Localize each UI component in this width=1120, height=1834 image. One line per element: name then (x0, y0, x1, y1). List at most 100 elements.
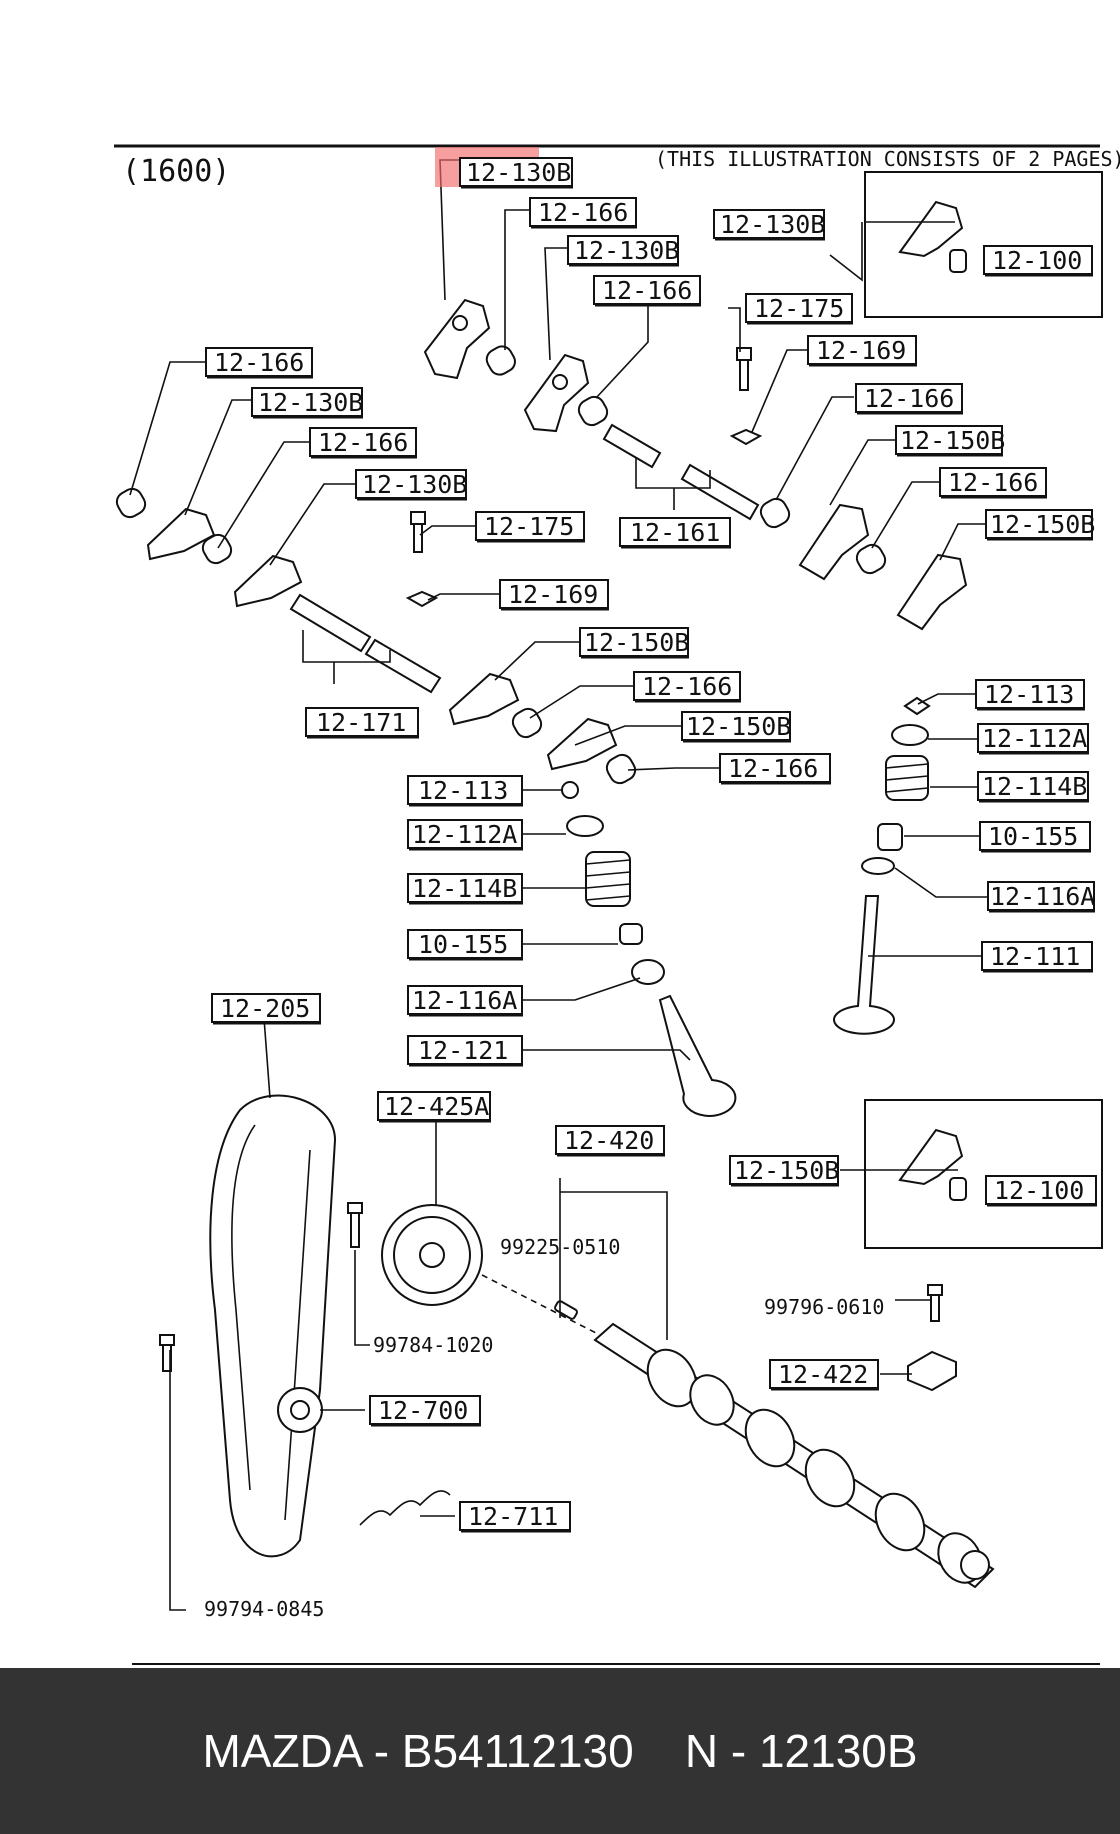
inset-adjuster-bottom (949, 1177, 967, 1201)
callout-labels: 12-130B 12-166 12-130B 12-166 12-130B 12… (205, 157, 1097, 1533)
rocker-shaft-left (289, 593, 442, 694)
svg-text:10-155: 10-155 (418, 930, 508, 959)
valve-spring-right (885, 755, 929, 801)
camshaft (593, 1322, 995, 1589)
label-12-166-e[interactable]: 12-166 (205, 347, 313, 379)
label-12-112A-left[interactable]: 12-112A (407, 819, 523, 851)
svg-text:12-130B: 12-130B (466, 158, 571, 187)
rocker-spring-1 (485, 345, 516, 376)
svg-text:12-169: 12-169 (816, 336, 906, 365)
valve-seal-right (877, 823, 903, 851)
label-12-166-f[interactable]: 12-166 (309, 427, 417, 459)
label-12-166-h[interactable]: 12-166 (719, 753, 831, 785)
valve-seat-left (631, 959, 665, 985)
label-12-169-left[interactable]: 12-169 (499, 579, 609, 611)
svg-text:12-111: 12-111 (990, 942, 1080, 971)
label-12-116A-right[interactable]: 12-116A (987, 881, 1095, 913)
label-12-130B-inset[interactable]: 12-130B (713, 209, 825, 241)
label-12-175-left[interactable]: 12-175 (475, 511, 585, 543)
thrust-plate-bolt (927, 1284, 943, 1322)
part-numbers: 99225-0510 99784-1020 99796-0610 99794-0… (204, 1235, 884, 1621)
svg-text:12-166: 12-166 (864, 384, 954, 413)
inset-box-top (864, 171, 1103, 318)
svg-text:12-116A: 12-116A (412, 986, 517, 1015)
svg-text:12-150B: 12-150B (990, 510, 1095, 539)
part-number-99784-1020[interactable]: 99784-1020 (373, 1333, 493, 1357)
svg-text:12-114B: 12-114B (412, 874, 517, 903)
label-12-112A-right[interactable]: 12-112A (977, 723, 1089, 755)
rocker-spring-3 (115, 487, 147, 519)
footer-caption: MAZDA - B54112130 N - 12130B (202, 1725, 918, 1777)
label-12-116A-left[interactable]: 12-116A (407, 985, 523, 1017)
tensioner-spring (359, 1490, 451, 1526)
rocker-shaft-right (602, 423, 760, 521)
label-12-166-b[interactable]: 12-166 (593, 275, 701, 307)
label-12-114B-left[interactable]: 12-114B (407, 873, 523, 905)
engine-code: (1600) (122, 154, 230, 189)
rocker-spring-8 (605, 753, 637, 785)
valve-parts (561, 696, 931, 1117)
svg-text:12-166: 12-166 (948, 468, 1038, 497)
label-12-114B-right[interactable]: 12-114B (977, 771, 1089, 803)
svg-text:12-205: 12-205 (220, 994, 310, 1023)
label-12-113-left[interactable]: 12-113 (407, 775, 523, 807)
label-12-161[interactable]: 12-161 (619, 517, 731, 549)
svg-text:12-112A: 12-112A (982, 724, 1087, 753)
label-12-700[interactable]: 12-700 (369, 1395, 481, 1427)
svg-text:12-166: 12-166 (642, 672, 732, 701)
label-12-150B-a[interactable]: 12-150B (895, 425, 1005, 457)
svg-text:12-150B: 12-150B (686, 712, 791, 741)
label-12-150B-b[interactable]: 12-150B (985, 509, 1095, 541)
timing-parts (159, 1094, 995, 1589)
valve-retainer-left (566, 815, 604, 837)
plate-right (729, 428, 763, 446)
label-12-205[interactable]: 12-205 (211, 993, 321, 1025)
rocker-arm-3 (146, 507, 216, 561)
illustration-note: (THIS ILLUSTRATION CONSISTS OF 2 PAGES) (655, 147, 1120, 171)
svg-text:12-100: 12-100 (992, 246, 1082, 275)
svg-text:12-700: 12-700 (378, 1396, 468, 1425)
pulley-bolt (347, 1202, 363, 1248)
label-12-166-c[interactable]: 12-166 (855, 383, 963, 415)
label-12-711[interactable]: 12-711 (459, 1501, 571, 1533)
svg-text:12-169: 12-169 (508, 580, 598, 609)
label-12-113-right[interactable]: 12-113 (975, 679, 1085, 711)
svg-text:12-166: 12-166 (214, 348, 304, 377)
label-12-130B-top[interactable]: 12-130B (459, 157, 573, 189)
valve-seat-right (861, 857, 895, 875)
label-12-171[interactable]: 12-171 (305, 707, 419, 739)
label-12-100-bottom[interactable]: 12-100 (985, 1175, 1097, 1207)
label-12-150B-inset[interactable]: 12-150B (729, 1155, 839, 1187)
svg-text:10-155: 10-155 (988, 822, 1078, 851)
label-12-130B-c[interactable]: 12-130B (251, 387, 363, 419)
svg-text:12-422: 12-422 (778, 1360, 868, 1389)
label-12-166-d[interactable]: 12-166 (939, 467, 1047, 499)
label-12-100-top[interactable]: 12-100 (983, 245, 1093, 277)
svg-text:12-130B: 12-130B (362, 470, 467, 499)
label-12-175-right[interactable]: 12-175 (745, 293, 853, 325)
inset-box-bottom (864, 1099, 1103, 1249)
label-12-422[interactable]: 12-422 (769, 1359, 879, 1391)
svg-text:12-166: 12-166 (602, 276, 692, 305)
label-12-425A[interactable]: 12-425A (377, 1091, 491, 1123)
label-12-150B-c[interactable]: 12-150B (579, 627, 689, 659)
label-12-121[interactable]: 12-121 (407, 1035, 523, 1067)
plate-left (405, 590, 439, 608)
label-12-130B-d[interactable]: 12-130B (355, 469, 467, 501)
label-10-155-right[interactable]: 10-155 (979, 821, 1091, 853)
label-12-166-g[interactable]: 12-166 (633, 671, 741, 703)
label-10-155-left[interactable]: 10-155 (407, 929, 523, 961)
label-12-130B-b[interactable]: 12-130B (567, 235, 679, 267)
svg-text:12-150B: 12-150B (900, 426, 1005, 455)
timing-belt (209, 1094, 337, 1558)
part-number-99225-0510[interactable]: 99225-0510 (500, 1235, 620, 1259)
svg-text:12-166: 12-166 (318, 428, 408, 457)
label-12-166-a[interactable]: 12-166 (529, 197, 637, 229)
label-12-150B-d[interactable]: 12-150B (681, 711, 791, 743)
label-12-420[interactable]: 12-420 (555, 1125, 665, 1157)
svg-text:12-166: 12-166 (728, 754, 818, 783)
part-number-99794-0845[interactable]: 99794-0845 (204, 1597, 324, 1621)
label-12-169-right[interactable]: 12-169 (807, 335, 917, 367)
part-number-99796-0610[interactable]: 99796-0610 (764, 1295, 884, 1319)
label-12-111[interactable]: 12-111 (981, 941, 1093, 973)
